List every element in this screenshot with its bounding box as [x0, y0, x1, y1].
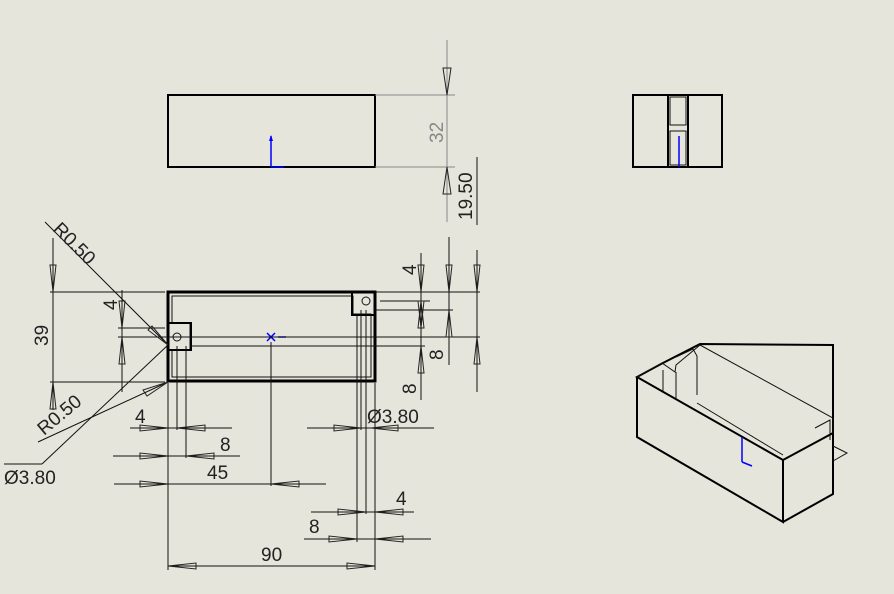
origin-icon	[269, 135, 284, 168]
dim-39[interactable]: 39	[32, 325, 53, 346]
dim-right-4[interactable]: 4	[400, 264, 421, 275]
dim-dia-right[interactable]: Ø3.80	[367, 407, 419, 428]
dim-8-right[interactable]: 8	[309, 517, 320, 538]
top-view[interactable]: 32 19.50	[167, 40, 478, 225]
dim-r0-50-top[interactable]: R0.50	[48, 219, 99, 270]
dim-4-right[interactable]: 4	[396, 489, 407, 510]
dim-right-8b[interactable]: 8	[400, 383, 421, 394]
dim-19-50[interactable]: 19.50	[456, 172, 477, 220]
origin-icon	[741, 437, 753, 467]
dim-right-8[interactable]: 8	[427, 349, 448, 360]
dim-4-left[interactable]: 4	[135, 407, 146, 428]
plan-view[interactable]: 39 4 4 8 8 R0.50 R0.50 Ø3.80 4	[4, 219, 481, 570]
dim-8-left[interactable]: 8	[220, 435, 231, 456]
dim-r0-50-bottom[interactable]: R0.50	[34, 391, 86, 440]
dim-left-4[interactable]: 4	[101, 299, 122, 310]
isometric-view[interactable]	[634, 342, 849, 524]
dim-45[interactable]: 45	[207, 463, 228, 484]
dim-32[interactable]: 32	[427, 122, 448, 143]
dim-90[interactable]: 90	[261, 545, 282, 566]
dim-dia-left[interactable]: Ø3.80	[4, 468, 56, 489]
side-view[interactable]	[632, 94, 723, 168]
